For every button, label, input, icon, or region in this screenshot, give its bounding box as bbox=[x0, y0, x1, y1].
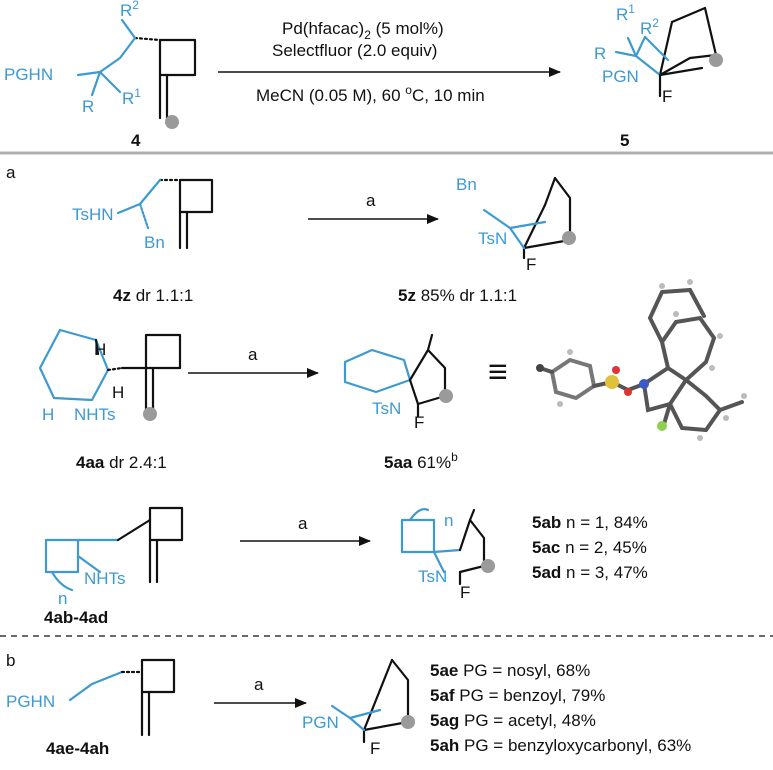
product-r1-label: R1 bbox=[616, 2, 635, 24]
result-5af: 5af PG = benzoyl, 79% bbox=[430, 686, 605, 705]
product-r2-label: R2 bbox=[640, 16, 659, 38]
row3-arrow-label: a bbox=[298, 514, 308, 533]
nhts-label-row3: NHTs bbox=[84, 569, 126, 588]
bn-label: Bn bbox=[144, 233, 165, 252]
conditions-line: MeCN (0.05 M), 60 oC, 10 min bbox=[256, 83, 485, 105]
substituent-dot bbox=[165, 115, 179, 129]
equivalence-symbol: ≡ bbox=[488, 353, 508, 391]
substrate-4aa bbox=[38, 328, 182, 421]
h-label-2: H bbox=[112, 383, 124, 402]
product-f-label-row3: F bbox=[460, 583, 470, 602]
product-label: 5 bbox=[620, 131, 629, 150]
result-5ac: 5ac n = 2, 45% bbox=[532, 538, 647, 557]
crystal-structure-model bbox=[536, 279, 747, 441]
product-r-label: R bbox=[594, 44, 606, 63]
result-5ae: 5ae PG = nosyl, 68% bbox=[430, 661, 590, 680]
substrate-4ae-4ah bbox=[68, 658, 176, 737]
row2-arrow-label: a bbox=[248, 345, 258, 364]
label-5aa: 5aa 61%b bbox=[384, 450, 458, 472]
substituent-dot bbox=[481, 559, 495, 573]
label-4z: 4z dr 1.1:1 bbox=[113, 286, 193, 305]
h-label-3: H bbox=[42, 405, 54, 424]
product-tsn-label: TsN bbox=[372, 399, 401, 418]
substituent-dot bbox=[562, 231, 576, 245]
reagent-line-2: Selectfluor (2.0 equiv) bbox=[272, 41, 437, 60]
product-f-label: F bbox=[662, 87, 672, 106]
product-tsn-label: TsN bbox=[478, 229, 507, 248]
substituent-dot bbox=[439, 389, 453, 403]
general-product bbox=[614, 6, 723, 98]
r-label: R bbox=[82, 97, 94, 116]
ring-n-label: n bbox=[58, 589, 67, 608]
product-5ab-5ad bbox=[400, 508, 495, 586]
r2-label: R2 bbox=[120, 0, 139, 20]
product-pgn-label-b: PGN bbox=[302, 713, 339, 732]
result-5ad: 5ad n = 3, 47% bbox=[532, 563, 648, 582]
product-f-label-b: F bbox=[370, 739, 380, 758]
h-label-1: H bbox=[94, 340, 106, 359]
section-b-arrow-label: a bbox=[254, 675, 264, 694]
result-5ah: 5ah PG = benzyloxycarbonyl, 63% bbox=[430, 736, 691, 755]
product-5ae-5ah bbox=[330, 658, 415, 744]
pghn-label-b: PGHN bbox=[6, 692, 55, 711]
general-substrate bbox=[76, 18, 197, 129]
product-f-label: F bbox=[526, 255, 536, 274]
substrate-4ab-4ad bbox=[44, 506, 184, 592]
result-5ab: 5ab n = 1, 84% bbox=[532, 513, 648, 532]
substituent-dot bbox=[143, 407, 157, 421]
result-5ag: 5ag PG = acetyl, 48% bbox=[430, 711, 596, 730]
section-a-label: a bbox=[6, 163, 16, 182]
product-5z bbox=[482, 176, 576, 260]
r1-label: R1 bbox=[122, 86, 141, 108]
product-pgn-label: PGN bbox=[602, 67, 639, 86]
reagent-line-1: Pd(hfacac)2 (5 mol%) bbox=[282, 19, 444, 42]
product-ring-n-label: n bbox=[444, 511, 453, 530]
pghn-label: PGHN bbox=[4, 65, 53, 84]
substituent-dot bbox=[401, 715, 415, 729]
tshn-label: TsHN bbox=[72, 205, 114, 224]
substrate-4z bbox=[116, 178, 214, 250]
row1-arrow-label: a bbox=[366, 191, 376, 210]
product-bn-label: Bn bbox=[456, 175, 477, 194]
label-4ab-4ad: 4ab-4ad bbox=[44, 608, 108, 627]
nhts-label: NHTs bbox=[74, 405, 116, 424]
substituent-dot bbox=[709, 53, 723, 67]
substrate-label: 4 bbox=[131, 131, 141, 150]
label-4aa: 4aa dr 2.4:1 bbox=[76, 453, 167, 472]
section-b-label: b bbox=[6, 651, 15, 670]
product-5aa bbox=[343, 333, 453, 418]
label-5z: 5z 85% dr 1.1:1 bbox=[398, 286, 517, 305]
label-4ae-4ah: 4ae-4ah bbox=[46, 739, 109, 758]
product-f-label: F bbox=[414, 413, 424, 432]
product-tsn-label-row3: TsN bbox=[418, 567, 447, 586]
